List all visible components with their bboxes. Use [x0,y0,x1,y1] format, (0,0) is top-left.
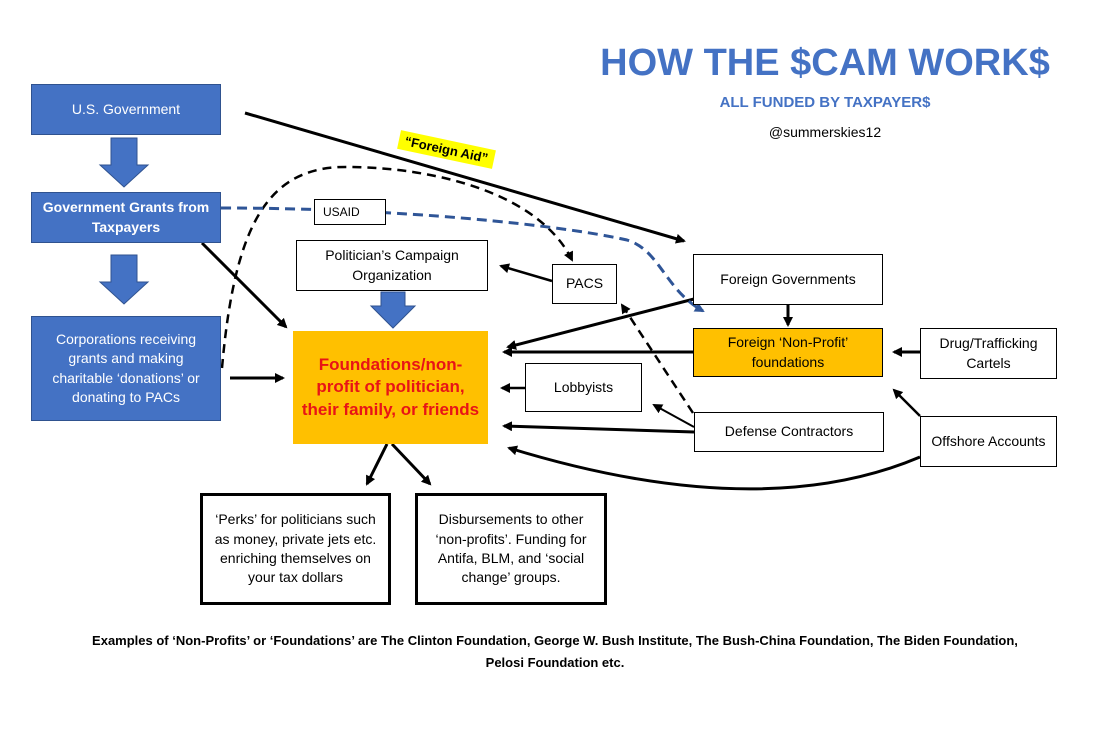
node-drug-cartels: Drug/Trafficking Cartels [920,328,1057,379]
node-government-grants: Government Grants from Taxpayers [31,192,221,243]
node-corporations-label: Corporations receiving grants and making… [52,330,200,405]
node-perks-label: ‘Perks’ for politicians such as money, p… [214,511,377,586]
arrow-offshore-to-foundations [507,445,921,491]
dashed-arrow-corporations-to-pacs [220,165,574,369]
arrow-defense-to-lobbyists [652,404,695,428]
node-perks: ‘Perks’ for politicians such as money, p… [200,493,391,605]
page-title: HOW THE $CAM WORK$ [600,42,1050,84]
node-disbursements: Disbursements to other ‘non-profits’. Fu… [415,493,607,605]
node-defense-contractors: Defense Contractors [694,412,884,452]
node-pacs-label: PACS [565,275,604,292]
arrow-foreign-gov-to-foundations [506,297,695,350]
node-foreign-governments-label: Foreign Governments [720,270,856,287]
node-us-government-label: U.S. Government [71,100,181,117]
node-disbursements-label: Disbursements to other ‘non-profits’. Fu… [435,511,587,586]
dashed-arrow-defense-to-pacs [620,303,695,414]
node-lobbyists: Lobbyists [525,363,642,412]
page-subtitle: ALL FUNDED BY TAXPAYER$ [719,94,931,111]
node-corporations: Corporations receiving grants and making… [31,316,221,421]
node-government-grants-label: Government Grants from Taxpayers [42,199,210,235]
arrow-defense-to-foundations [502,421,695,434]
arrow-foundations-to-perks [365,443,389,486]
arrow-foundations-to-disbursements [390,442,432,486]
node-lobbyists-label: Lobbyists [553,378,614,395]
arrow-grants-to-foundations [200,241,288,329]
node-pacs: PACS [552,264,617,304]
arrow-pacs-to-campaign [499,263,553,283]
block-arrow-campaign-to-foundations [369,291,417,329]
footer-examples: Examples of ‘Non-Profits’ or ‘Foundation… [92,633,1018,671]
node-offshore-accounts: Offshore Accounts [920,416,1057,467]
node-defense-contractors-label: Defense Contractors [724,423,854,440]
node-offshore-accounts-label: Offshore Accounts [931,432,1046,449]
node-campaign-organization-label: Politician’s Campaign Organization [325,247,459,283]
arrow-offshore-to-foreign-nonprofit [892,388,921,417]
node-foundations-label: Foundations/non-profit of politician, th… [301,355,480,419]
block-arrow-grants-to-corporations [98,254,150,305]
node-foreign-nonprofit-label: Foreign ‘Non-Profit’ foundations [727,334,849,370]
node-drug-cartels-label: Drug/Trafficking Cartels [939,335,1038,371]
arrow-gov-to-foreign-governments [244,111,686,244]
node-foreign-governments: Foreign Governments [693,254,883,305]
dashed-arrow-usaid-to-foreign-nonprofit [220,206,705,313]
node-foundations: Foundations/non-profit of politician, th… [293,331,488,444]
node-campaign-organization: Politician’s Campaign Organization [296,240,488,291]
node-foreign-nonprofit: Foreign ‘Non-Profit’ foundations [693,328,883,377]
usaid-label: USAID [314,199,386,225]
block-arrow-gov-to-grants [98,137,150,188]
node-us-government: U.S. Government [31,84,221,135]
author-handle: @summerskies12 [768,124,882,140]
